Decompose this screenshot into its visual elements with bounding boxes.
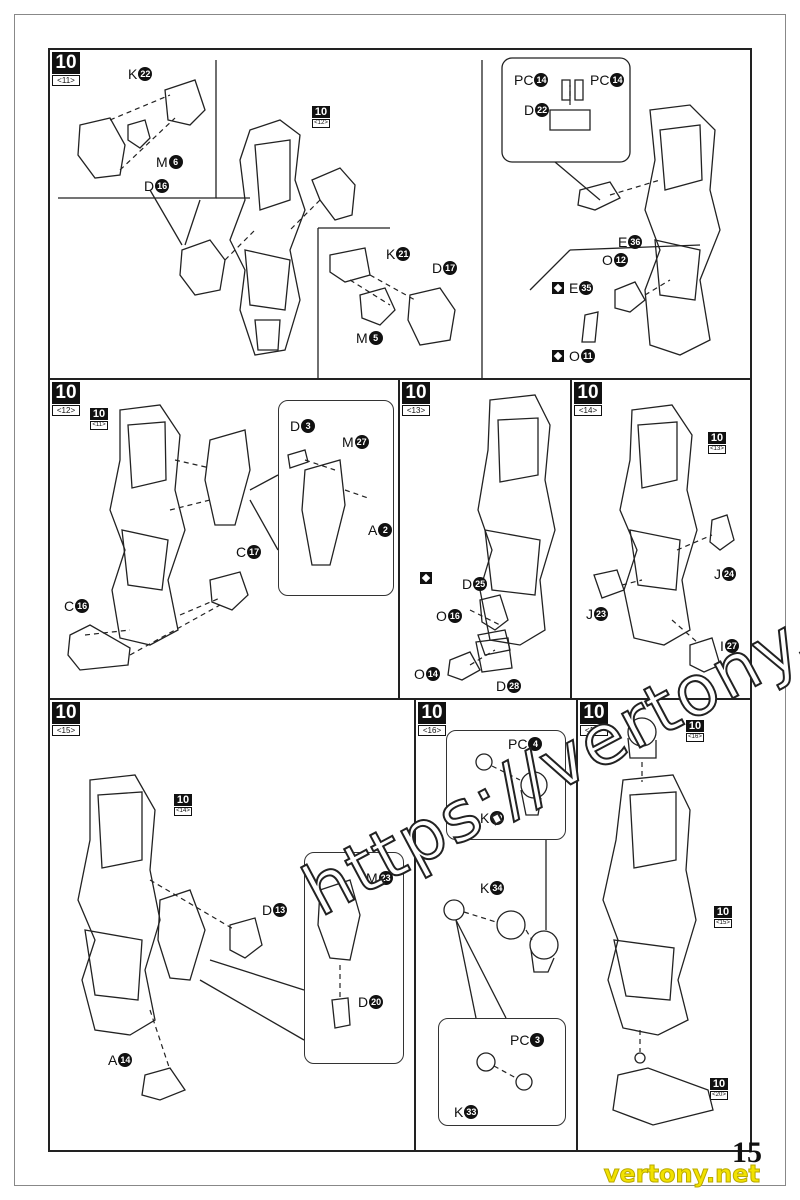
assembly-illustration: [67, 404, 369, 671]
step-number: 10: [52, 52, 80, 74]
reference-badge: 10<11>: [90, 408, 108, 430]
page-frame: [14, 14, 786, 1186]
reference-badge: 10<20>: [710, 1078, 728, 1100]
clear-part-marker: [420, 572, 436, 584]
assembly-illustration: [443, 753, 559, 1091]
reference-badge: 10<14>: [174, 794, 192, 816]
step-badge: 10 <14>: [574, 382, 602, 416]
page-number: 15: [732, 1136, 762, 1169]
step-badge: 10 <16>: [418, 702, 446, 736]
detail-inset: [278, 400, 394, 596]
clear-part-icon: [552, 350, 564, 362]
step-panel-11: 10 <11>: [48, 48, 752, 380]
step-badge: 10 <11>: [52, 52, 80, 86]
detail-inset: [304, 852, 404, 1064]
assembly-illustration: [58, 57, 721, 378]
brand-logo: vertony.net: [603, 1160, 760, 1189]
step-badge: 10 <13>: [402, 382, 430, 416]
assembly-illustration: [77, 774, 361, 1101]
clear-part-icon: [420, 572, 432, 584]
assembly-illustration: [602, 717, 714, 1126]
assembly-illustration: [593, 404, 735, 673]
step-badge: 10 <17>: [580, 702, 608, 736]
detail-inset: [446, 730, 566, 840]
step-badge: 10 <15>: [52, 702, 80, 736]
step-sub-number: <11>: [52, 75, 80, 86]
step-panel-17: 10 <17> 10<16> 10<15> 10<20>: [576, 698, 752, 1152]
reference-badge: 10<12>: [312, 106, 330, 128]
reference-badge: 10<15>: [714, 906, 732, 928]
assembly-illustration: [447, 394, 556, 681]
step-badge: 10 <12>: [52, 382, 80, 416]
reference-badge: 10<16>: [686, 720, 704, 742]
clear-part-icon: [552, 282, 564, 294]
detail-inset: [438, 1018, 566, 1126]
reference-badge: 10<13>: [708, 432, 726, 454]
